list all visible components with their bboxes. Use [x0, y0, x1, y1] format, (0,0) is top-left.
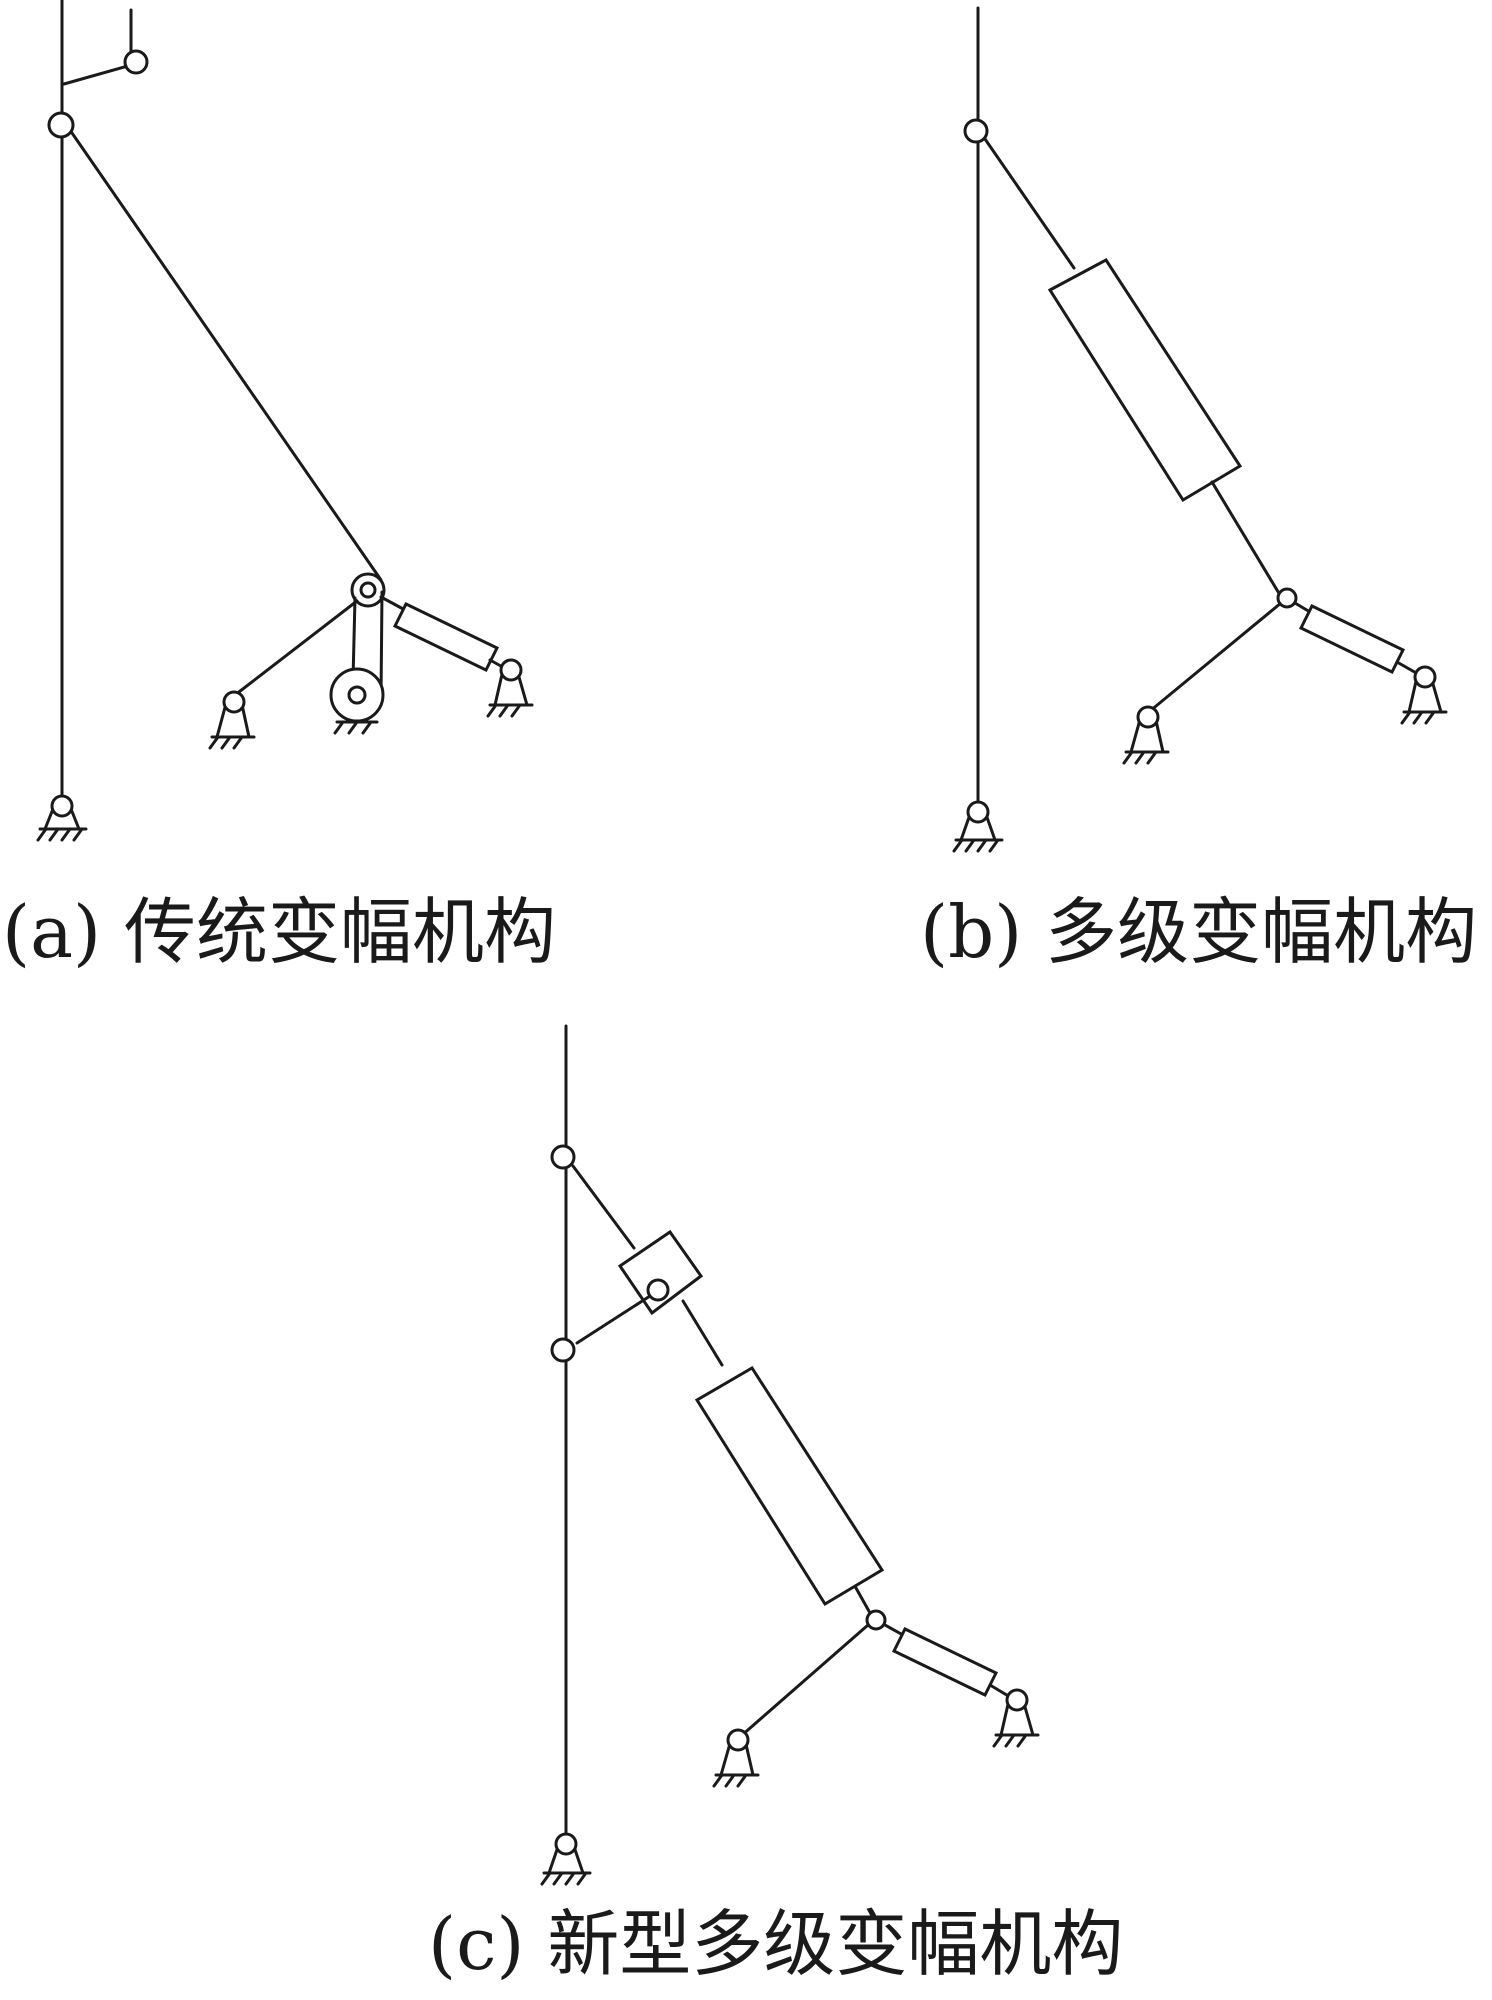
ground-support-c-main — [540, 1832, 592, 1886]
boom-lower-link — [1210, 480, 1285, 602]
cylinder-joint — [865, 1609, 887, 1631]
rope-pulley-inner — [359, 581, 377, 599]
drive-link — [739, 1623, 870, 1738]
ground-support-c-cylinder — [992, 1688, 1040, 1748]
luffing-rope — [70, 131, 383, 582]
drive-link — [233, 599, 359, 697]
cylinder-rod — [883, 1623, 905, 1637]
slider-link — [575, 1294, 652, 1345]
hydraulic-cylinder — [392, 602, 500, 672]
telescopic-cylinder-large — [1047, 258, 1243, 503]
slider-block — [617, 1229, 704, 1316]
rope-down-left — [351, 596, 357, 682]
cylinder-rod — [379, 595, 407, 612]
boom-head-joint — [963, 118, 989, 144]
boom-middle-link — [681, 1299, 724, 1367]
ground-support-b-cylinder — [1400, 665, 1448, 725]
boom-head-joint — [550, 1144, 576, 1170]
drive-link — [1148, 601, 1283, 713]
telescopic-cylinder-large — [694, 1365, 885, 1607]
ground-support-c-link — [712, 1728, 760, 1788]
top-pulley — [123, 49, 149, 75]
boom-lower-link — [854, 1586, 872, 1615]
hydraulic-cylinder — [891, 1627, 999, 1697]
ground-support-b-main — [952, 800, 1004, 853]
boom-upper-link — [983, 137, 1076, 270]
top-link — [62, 64, 130, 86]
cylinder-rod-end — [1395, 660, 1420, 676]
diagram-b-multistage-luffing — [952, 6, 1448, 853]
ground-support-b-link — [1122, 705, 1170, 765]
cylinder-rod — [1293, 601, 1312, 614]
ground-support-a-link — [208, 690, 256, 750]
caption-b: (b) 多级变幅机构 — [920, 890, 1478, 974]
winch-ground-hatch — [333, 720, 373, 735]
cylinder-joint — [1276, 587, 1298, 609]
diagram-c-new-multistage-luffing — [540, 1024, 1040, 1886]
slider-pin — [646, 1278, 670, 1302]
boom-head-joint — [47, 111, 75, 139]
rope-down-right — [379, 590, 384, 700]
winch-drum-inner — [347, 685, 367, 705]
diagram-a-traditional-luffing — [36, 0, 534, 842]
ground-support-a-cylinder — [486, 658, 534, 718]
hydraulic-cylinder — [1298, 604, 1406, 674]
ground-support-a-main — [36, 794, 88, 842]
caption-a: (a) 传统变幅机构 — [2, 890, 556, 974]
boom-upper-link — [571, 1164, 636, 1250]
caption-c: (c) 新型多级变幅机构 — [428, 1902, 1124, 1986]
slider-mast-joint — [550, 1337, 576, 1363]
